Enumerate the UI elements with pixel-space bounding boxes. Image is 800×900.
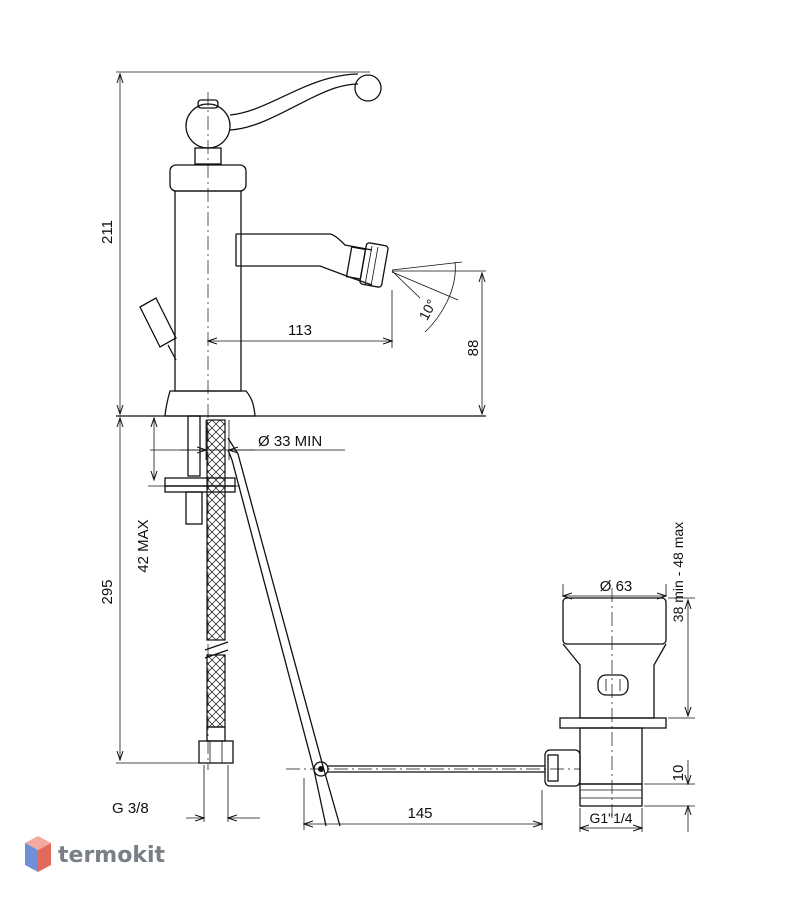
- label-waste-range: 38 min - 48 max: [670, 522, 686, 622]
- label-113: 113: [288, 322, 312, 339]
- dimension-labels: 211 113 88 10° Ø 33 MIN 42 MAX 295 G 3/8…: [99, 220, 687, 826]
- waste-flange: [559, 717, 667, 729]
- dimension-lines: [116, 71, 695, 832]
- popup-rod: [167, 344, 177, 361]
- lever-knob: [354, 74, 382, 102]
- label-waste-diameter: Ø 63: [600, 578, 633, 595]
- lever-arm-bottom: [229, 73, 359, 116]
- brand-logo: termokit: [25, 836, 165, 872]
- label-waste-thread: G1"1/4: [589, 810, 632, 826]
- label-angle: 10°: [416, 297, 440, 323]
- stud-end: [185, 491, 203, 525]
- rod-housing: [544, 749, 581, 787]
- rod-nut: [547, 754, 559, 782]
- braided-hose-lower: [206, 654, 226, 728]
- threaded-stud: [187, 415, 201, 477]
- waste-thread: [579, 783, 643, 807]
- label-10: 10: [670, 765, 687, 782]
- mounting: [116, 415, 580, 827]
- hose-break: [204, 641, 229, 659]
- pull-rod-b: [227, 449, 327, 827]
- logo-text: termokit: [58, 843, 165, 868]
- body-base: [164, 390, 256, 417]
- spout-top: [236, 233, 373, 251]
- label-hose-thread: G 3/8: [112, 800, 149, 817]
- waste-plug: [562, 597, 667, 645]
- label-42max: 42 MAX: [135, 519, 152, 572]
- cube-icon: [25, 836, 51, 872]
- popup-waste: [544, 588, 667, 820]
- pull-rod-a: [227, 437, 341, 827]
- label-88: 88: [465, 340, 482, 357]
- waste-slot: [597, 674, 629, 696]
- lever-arm-top: [229, 83, 359, 131]
- waste-body-upper: [562, 643, 667, 719]
- label-211: 211: [99, 220, 116, 244]
- angle-arc: [424, 261, 456, 333]
- braided-hose-upper: [206, 419, 226, 641]
- spout-bottom: [236, 265, 373, 286]
- label-295: 295: [99, 579, 116, 604]
- faucet-body: [139, 73, 486, 770]
- popup-lever: [139, 297, 177, 348]
- hose-nut: [198, 740, 234, 764]
- aerator-head: [359, 242, 389, 288]
- waste-body: [579, 727, 643, 785]
- label-145: 145: [407, 805, 432, 822]
- label-hole-diameter: Ø 33 MIN: [258, 433, 322, 450]
